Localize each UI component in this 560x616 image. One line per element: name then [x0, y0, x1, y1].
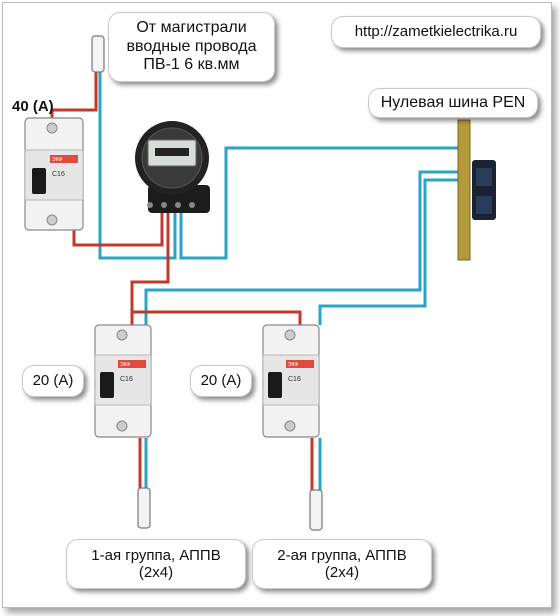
group2-wire-sleeve — [309, 489, 323, 531]
neutral-wires — [98, 70, 460, 492]
source-label-line-3: ПВ-1 6 кв.мм — [143, 56, 240, 74]
pen-bus-bar — [457, 119, 496, 261]
group-2-label: 2-ая группа, АППВ (2х4) — [252, 539, 432, 589]
branch-breaker-2-model: C16 — [288, 376, 301, 383]
source-label-line-2: вводные провода — [126, 37, 257, 55]
group-2-line-1: 2-ая группа, АППВ — [277, 546, 407, 564]
neutral-input-wire — [98, 70, 177, 260]
group-1-line-2: (2х4) — [138, 564, 174, 581]
group-1-line-1: 1-ая группа, АППВ — [91, 546, 221, 564]
branch-breaker-1-brand: ЭКФ — [120, 362, 130, 368]
phase-to-meter-wire — [72, 212, 164, 247]
phase-meter-to-b2-wire — [130, 282, 302, 325]
branch-breaker-1-model: C16 — [120, 376, 133, 383]
branch-breaker-2: C16 ЭКФ — [262, 324, 320, 438]
group-2-line-2: (2х4) — [324, 564, 360, 581]
group-1-label: 1-ая группа, АППВ (2х4) — [66, 539, 246, 589]
branch-breaker-2-rating: 20 (A) — [190, 365, 252, 397]
branch-breaker-2-brand: ЭКФ — [288, 362, 298, 368]
main-breaker-rating: 40 (A) — [12, 98, 54, 115]
electricity-meter-icon — [135, 121, 210, 213]
phase-wires — [50, 70, 314, 492]
neutral-to-pen-wire — [179, 146, 460, 260]
pen-bus-label: Нулевая шина PEN — [368, 88, 538, 118]
main-breaker: C16 ЭКФ — [24, 117, 84, 231]
source-label: От магистрали вводные провода ПВ-1 6 кв.… — [108, 12, 275, 82]
neutral-group2-wire — [318, 178, 460, 325]
url-banner: http://zametkielectrika.ru — [331, 16, 541, 48]
input-wire-sleeve — [91, 35, 105, 73]
branch-breaker-1: C16 ЭКФ — [94, 324, 152, 438]
main-breaker-brand: ЭКФ — [52, 157, 62, 163]
branch-breaker-1-rating: 20 (A) — [22, 365, 84, 397]
group1-wire-sleeve — [137, 487, 151, 529]
main-breaker-model: C16 — [52, 171, 65, 178]
phase-input-wire — [50, 70, 98, 120]
neutral-group1-wire — [144, 170, 460, 325]
source-label-line-1: От магистрали — [136, 19, 247, 37]
